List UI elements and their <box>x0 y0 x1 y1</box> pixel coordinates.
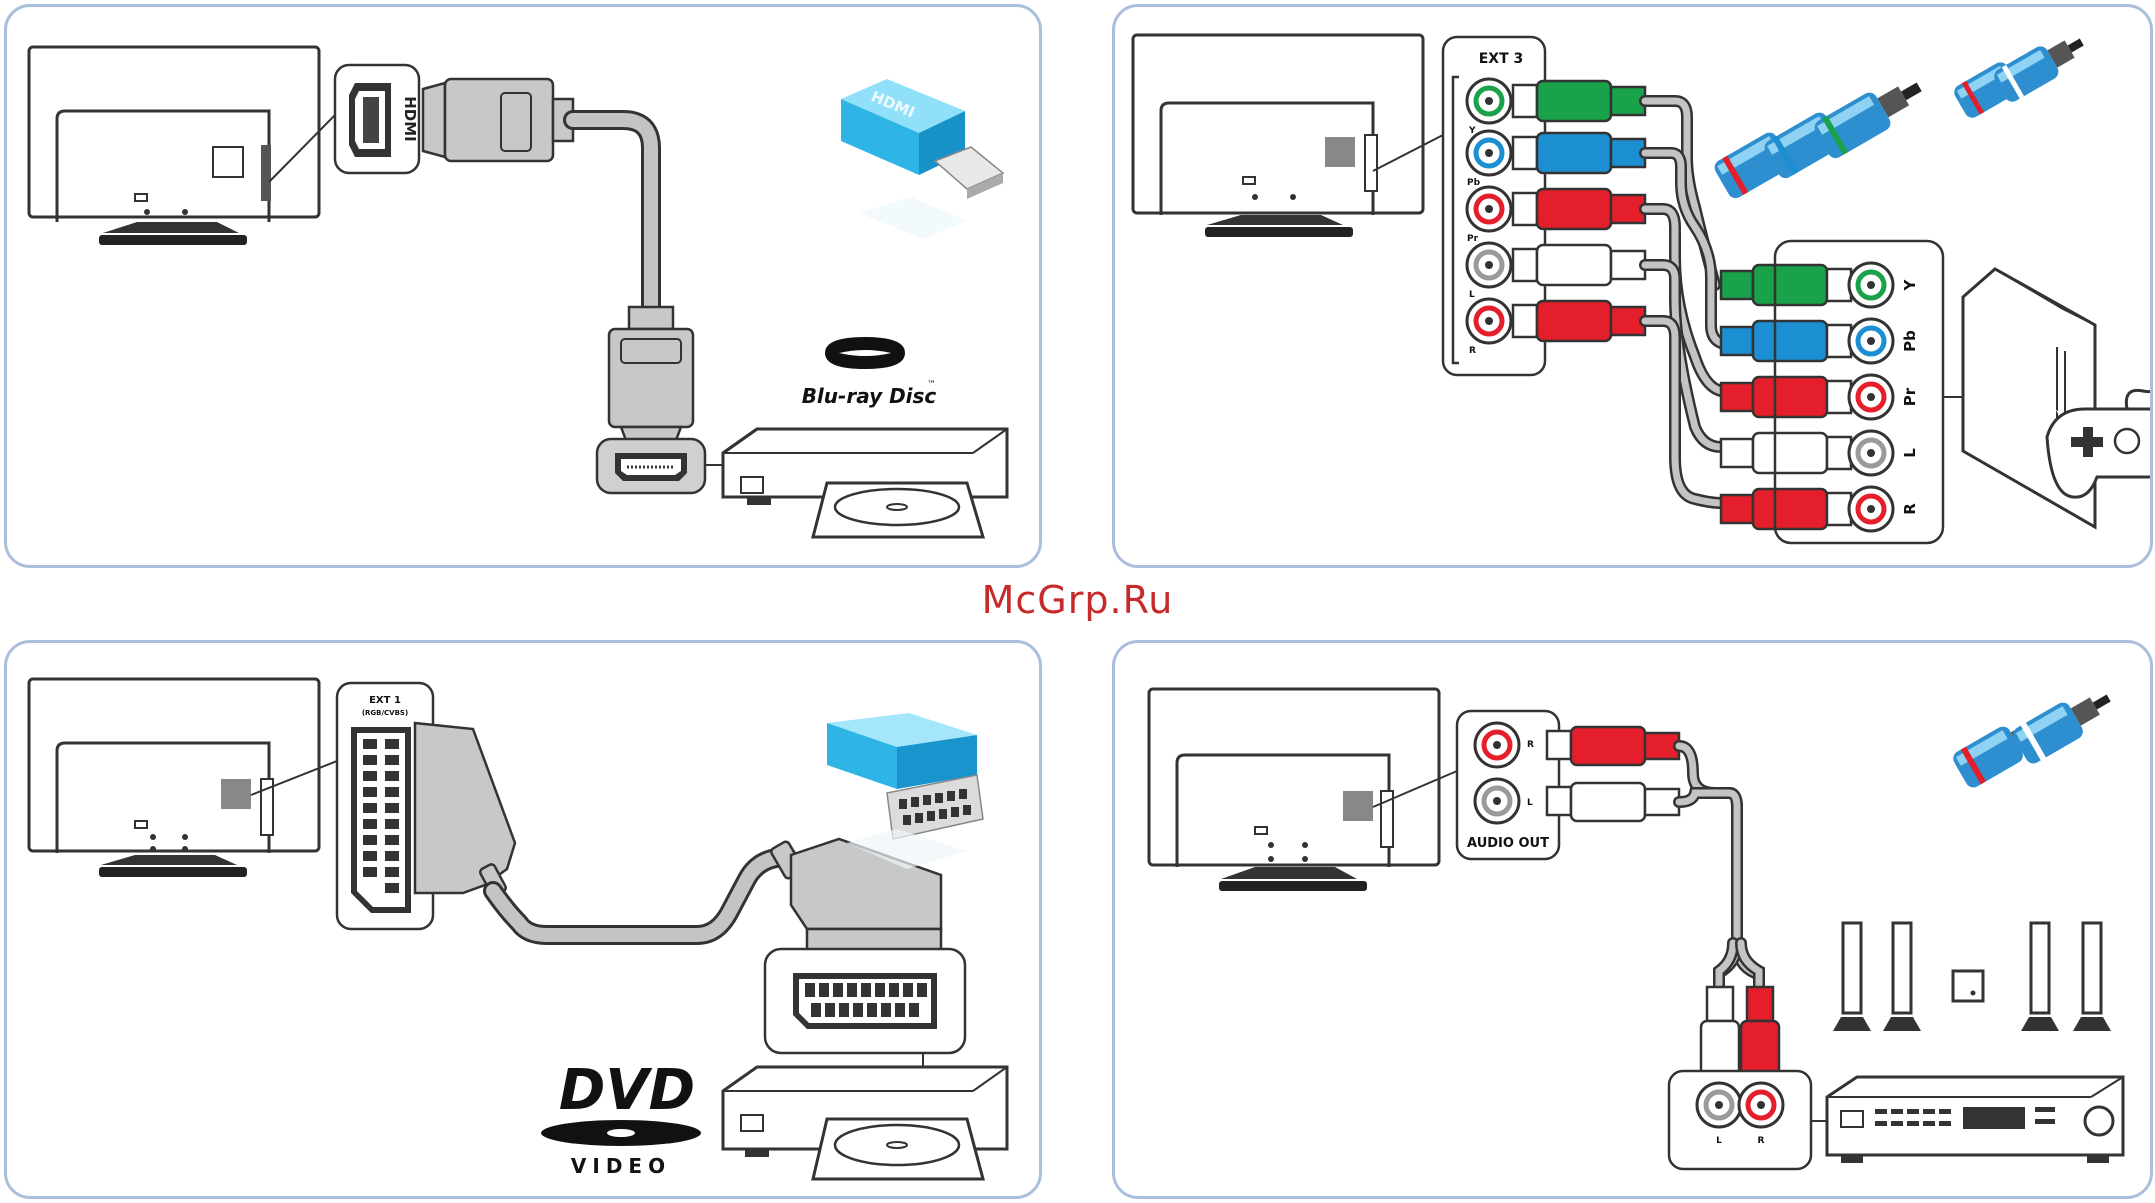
hdmi-device-port-icon <box>597 439 705 493</box>
scart-diagram: EXT 1 (RGB/CVBS) <box>7 643 1042 1199</box>
ext3-label: EXT 3 <box>1479 51 1524 67</box>
dvd-disc-logo <box>541 1120 701 1146</box>
ext3-jack-l-label: L <box>1469 290 1475 300</box>
hdmi-diagram: HDMI <box>7 7 1042 568</box>
device-jack-pb <box>1849 319 1893 363</box>
device-jack-l <box>1849 431 1893 475</box>
audio-cables <box>1679 746 1759 987</box>
ext3-jack-r-label: R <box>1469 346 1476 356</box>
device-jack-pr <box>1849 375 1893 419</box>
audio-out-jack-l-label: L <box>1527 798 1533 808</box>
scart-plug-tv-icon <box>415 723 515 897</box>
ext3-jack-pb <box>1467 131 1511 175</box>
tv-rear-icon <box>1149 689 1439 891</box>
receiver-jack-l <box>1697 1083 1741 1127</box>
tv-rear-icon <box>29 47 319 245</box>
audio-plugs-tv-side <box>1547 727 1679 821</box>
audio-out-jack-l <box>1475 779 1519 823</box>
scart-socket-tv-icon <box>351 727 411 913</box>
ext1-sublabel: (RGB/CVBS) <box>362 709 408 717</box>
ext3-jack-pr-label: Pr <box>1467 234 1479 244</box>
hdmi-port-label: HDMI <box>401 96 419 142</box>
ext3-jack-pr <box>1467 187 1511 231</box>
dvd-player-icon <box>723 1067 1007 1179</box>
hdmi-adapter-icon <box>841 79 1003 239</box>
device-jack-pr-label: Pr <box>1901 387 1919 406</box>
ext3-jack-l <box>1467 243 1511 287</box>
rca-connectors-3d-icon <box>1712 26 2091 201</box>
hdmi-plug-bottom-icon <box>609 307 693 443</box>
panel-hdmi-connection: HDMI <box>4 4 1042 568</box>
scart-socket-device-icon <box>765 949 965 1053</box>
audio-out-label: AUDIO OUT <box>1467 836 1549 851</box>
device-jack-r <box>1849 487 1893 531</box>
panel-scart-connection: EXT 1 (RGB/CVBS) <box>4 640 1042 1199</box>
bluray-logo-text: Blu-ray Disc <box>802 384 937 408</box>
receiver-jack-r-label: R <box>1758 1136 1765 1146</box>
audio-out-jack-r-label: R <box>1527 740 1534 750</box>
tv-rear-icon <box>1133 35 1423 237</box>
bluray-player-icon <box>723 429 1007 537</box>
ext1-label: EXT 1 <box>369 695 401 706</box>
hdmi-plug-top-icon <box>423 79 573 161</box>
dvd-logo-text: DVD <box>559 1058 695 1123</box>
dvd-video-text: VIDEO <box>571 1154 671 1178</box>
tv-rear-icon <box>29 679 319 877</box>
device-jack-y <box>1849 263 1893 307</box>
watermark-text: McGrp.Ru <box>0 578 2155 622</box>
device-jack-pb-label: Pb <box>1901 330 1919 352</box>
av-receiver-icon <box>1827 1077 2123 1163</box>
ext3-jack-r <box>1467 299 1511 343</box>
receiver-audio-port-panel <box>1669 1071 1811 1169</box>
bluray-logo-tm: ™ <box>927 380 936 390</box>
panel-component-connection: EXT 3 Y Pb Pr L R <box>1112 4 2153 568</box>
panel-audio-out-connection: R L AUDIO OUT <box>1112 640 2153 1199</box>
bluray-disc-logo <box>825 337 905 369</box>
ext3-jack-pb-label: Pb <box>1467 178 1481 188</box>
component-diagram: EXT 3 Y Pb Pr L R <box>1115 7 2153 568</box>
component-plugs-device-side <box>1721 265 1851 529</box>
rca-connectors-3d-icon <box>1950 681 2118 791</box>
receiver-jack-l-label: L <box>1716 1136 1722 1146</box>
receiver-jack-r <box>1739 1083 1783 1127</box>
ext3-jack-y <box>1467 79 1511 123</box>
device-jack-l-label: L <box>1901 448 1919 458</box>
hdmi-cable <box>573 120 651 307</box>
audio-out-jack-r <box>1475 723 1519 767</box>
audio-out-diagram: R L AUDIO OUT <box>1115 643 2153 1199</box>
device-jack-y-label: Y <box>1901 278 1919 291</box>
device-jack-r-label: R <box>1901 503 1919 515</box>
component-cables <box>1645 101 1721 503</box>
speakers-icon <box>1833 923 2111 1031</box>
